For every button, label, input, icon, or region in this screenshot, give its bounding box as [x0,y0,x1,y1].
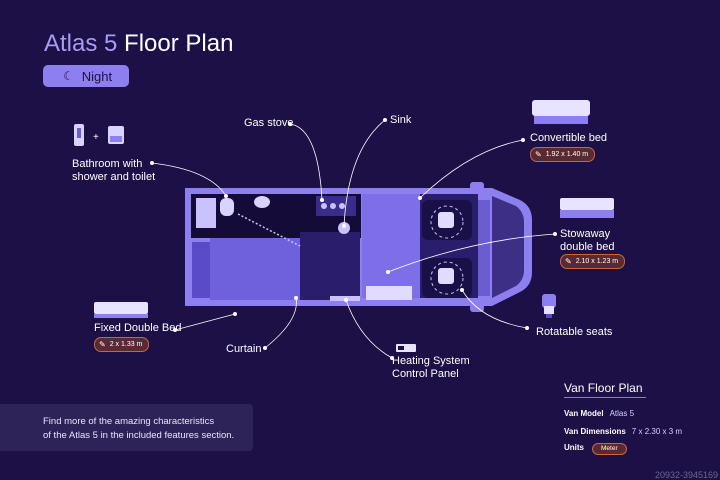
convertible-bed-label: Convertible bed [530,132,608,144]
bathroom-thumbnail-icon: + [74,124,124,146]
units-selector[interactable]: Meter [592,443,627,455]
fixed-bed-dimension: 2 x 1.33 m [109,341,143,348]
heating-label: Heating System Control Panel [392,355,470,381]
pencil-icon: ✎ [535,150,542,159]
stowaway-label-line1: Stowaway [560,228,611,240]
title-brand: Atlas 5 [44,30,118,57]
moon-icon: ☾ [63,69,74,83]
control-panel-thumbnail-icon [396,344,416,352]
seat-thumbnail-icon [542,294,556,318]
convertible-bed-dimension: 1.92 x 1.40 m [545,151,589,158]
spec-model-label: Van Model [564,409,604,418]
bathroom-fixtures [196,196,270,228]
specs-divider [564,397,646,398]
specs-title: Van Floor Plan [564,381,643,395]
leader-dots [150,118,557,360]
spec-row-units: Units Meter [564,443,627,455]
info-line2: of the Atlas 5 in the included features … [43,430,235,441]
spec-model-value: Atlas 5 [609,409,635,418]
spec-units-label: Units [564,443,584,452]
leader-lines [151,119,556,359]
spec-dims-label: Van Dimensions [564,427,626,436]
fixed-bed-label: Fixed Double Bed [94,322,182,334]
bed-blocks [192,200,472,300]
stowaway-bed-thumbnail-icon [560,198,614,218]
bathroom-label-line1: Bathroom with [72,158,143,170]
spec-row-model: Van Model Atlas 5 [564,409,634,418]
bathroom-label: Bathroom with shower and toilet [72,158,155,184]
title-rest: Floor Plan [124,30,234,57]
page-title: Atlas 5 Floor Plan [44,30,233,58]
spec-dims-value: 7 x 2.30 x 3 m [631,427,683,436]
pencil-icon: ✎ [99,340,106,349]
info-text: Find more of the amazing characteristics… [43,415,234,443]
info-line1: Find more of the amazing characteristics [43,416,215,427]
stowaway-bed-label: Stowaway double bed [560,228,614,254]
rotatable-seats-label: Rotatable seats [536,326,613,338]
convertible-bed-dimension-badge: ✎ 1.92 x 1.40 m [530,147,596,162]
stowaway-label-line2: double bed [560,241,615,253]
watermark: 20932-3945169 [654,470,718,480]
svg-text:+: + [93,132,99,143]
heating-label-line1: Heating System [392,355,470,367]
gas-stove-label: Gas stove [244,117,294,129]
stowaway-bed-dimension-badge: ✎ 2.10 x 1.23 m [560,254,626,269]
pencil-icon: ✎ [565,257,572,266]
night-mode-toggle[interactable]: ☾ Night [43,65,129,87]
fixed-bed-dimension-badge: ✎ 2 x 1.33 m [94,337,150,352]
bathroom-label-line2: shower and toilet [72,171,156,183]
info-box: Find more of the amazing characteristics… [0,404,253,451]
spec-row-dimensions: Van Dimensions 7 x 2.30 x 3 m [564,427,682,436]
curtain-label: Curtain [226,343,262,355]
heating-label-line2: Control Panel [392,368,459,380]
sink-label: Sink [390,114,412,126]
toggle-label: Night [81,68,113,84]
convertible-bed-thumbnail-icon [532,100,590,124]
stowaway-bed-dimension: 2.10 x 1.23 m [575,258,619,265]
fixed-bed-thumbnail-icon [94,302,148,318]
